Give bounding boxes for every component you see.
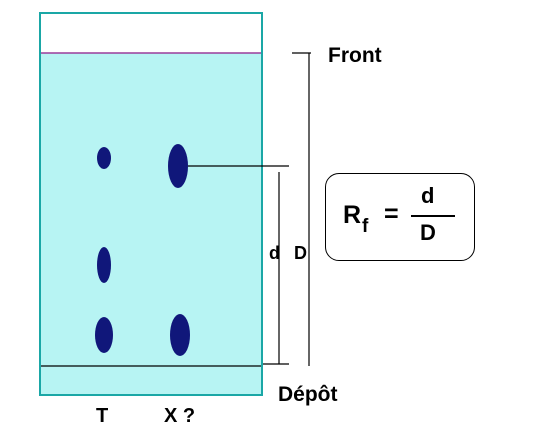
D-label: D [294, 243, 307, 263]
spot-t-bottom [95, 317, 113, 353]
lane-t-label: T [96, 405, 109, 427]
depot-label: Dépôt [278, 383, 338, 406]
formula-numerator: d [421, 183, 435, 208]
spot-x-bottom [170, 314, 190, 356]
spot-t-middle [97, 247, 111, 283]
spot-t-top [97, 147, 111, 169]
formula-r: R [343, 201, 362, 229]
d-label: d [269, 243, 280, 263]
lane-x-label: X ? [164, 405, 196, 427]
formula-fraction-bar [411, 215, 455, 217]
formula-f-subscript: f [362, 216, 369, 237]
solvent-area [41, 53, 261, 394]
formula-denominator: D [420, 220, 436, 245]
rf-formula-box [325, 173, 475, 261]
formula-equals: = [384, 200, 399, 228]
front-label: Front [328, 44, 382, 67]
spot-x-top [168, 144, 188, 188]
